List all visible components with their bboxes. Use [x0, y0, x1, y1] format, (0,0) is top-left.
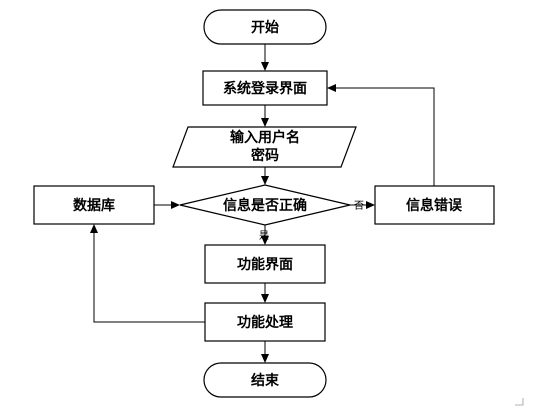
input-node-label-line2: 密码 — [250, 147, 279, 164]
function-process-node-label: 功能处理 — [237, 314, 293, 331]
error-node: 信息错误 — [374, 185, 495, 225]
start-node-label: 开始 — [251, 19, 279, 36]
input-node-label-line1: 输入用户名 — [230, 129, 300, 146]
database-node-label: 数据库 — [73, 197, 115, 214]
end-node-label: 结束 — [251, 372, 280, 389]
edge-label-no: 否 — [354, 200, 364, 212]
error-node-label: 信息错误 — [406, 197, 463, 214]
function-ui-node-label: 功能界面 — [237, 256, 293, 273]
check-node: 信息是否正确 — [179, 184, 351, 226]
edge-process-to-database — [90, 224, 205, 323]
function-process-node: 功能处理 — [204, 302, 326, 342]
start-node: 开始 — [203, 9, 327, 45]
login-node: 系统登录界面 — [202, 70, 328, 106]
login-node-label: 系统登录界面 — [223, 80, 307, 97]
check-node-label: 信息是否正确 — [223, 197, 307, 214]
edge-label-yes: 是 — [259, 230, 269, 242]
paragraph-mark-icon — [515, 398, 524, 406]
input-node: 输入用户名 密码 — [172, 126, 357, 168]
edge-error-to-login — [327, 84, 435, 186]
database-node: 数据库 — [33, 185, 155, 225]
function-ui-node: 功能界面 — [204, 244, 326, 284]
end-node: 结束 — [203, 362, 327, 398]
